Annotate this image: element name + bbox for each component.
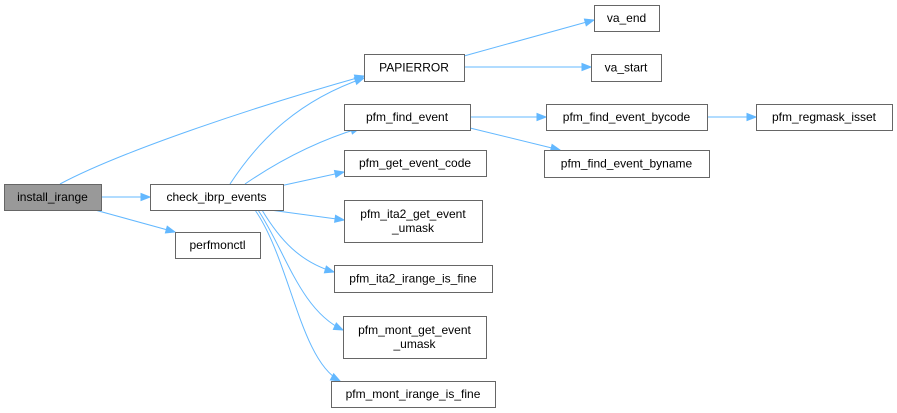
node-box (591, 54, 662, 82)
node-box (344, 104, 471, 131)
node-label: perfmonctl (189, 238, 245, 252)
node-check-ibrp-events[interactable]: check_ibrp_events (150, 184, 284, 211)
arrowhead (583, 18, 596, 27)
node-label: _umask (392, 337, 436, 351)
edge-PAPIERROR-to-va_end (463, 18, 596, 57)
edge-line (257, 209, 344, 331)
edge-check_ibrp_events-to-pfm_ita2_get_event_umask (269, 209, 346, 223)
edge-check_ibrp_events-to-PAPIERROR (229, 77, 366, 185)
node-box (756, 104, 893, 131)
edge-line (269, 209, 345, 221)
node-pfm-find-event-bycode[interactable]: pfm_find_event_bycode (546, 104, 708, 131)
node-pfm-mont-irange-is-fine[interactable]: pfm_mont_irange_is_fine (331, 381, 496, 408)
arrowhead (334, 214, 346, 223)
node-va-end[interactable]: va_end (594, 5, 660, 32)
arrowhead (323, 265, 336, 274)
node-label: _umask (391, 221, 435, 235)
node-label: va_end (607, 11, 646, 25)
node-label: pfm_find_event_bycode (563, 110, 691, 124)
node-label: pfm_ita2_irange_is_fine (349, 272, 477, 286)
node-label: pfm_find_event_byname (561, 157, 693, 171)
node-pfm-ita2-irange-is-fine[interactable]: pfm_ita2_irange_is_fine (334, 265, 493, 293)
arrowhead (746, 112, 758, 122)
edge-pfm_find_event-to-pfm_find_event_bycode (470, 112, 548, 122)
node-box (4, 184, 102, 211)
node-box (594, 5, 660, 32)
edge-line (469, 127, 561, 151)
edge-check_ibrp_events-to-pfm_mont_get_event_umask (257, 209, 345, 331)
edge-install_irange-to-check_ibrp_events (101, 192, 152, 202)
node-pfm-ita2-get-event-umask[interactable]: pfm_ita2_get_event_umask (344, 200, 483, 243)
node-install-irange[interactable]: install_irange (4, 184, 102, 211)
node-box (331, 381, 496, 408)
node-perfmonctl[interactable]: perfmonctl (175, 232, 261, 259)
node-box (364, 54, 465, 82)
edge-pfm_find_event_bycode-to-pfm_regmask_isset (707, 112, 758, 122)
node-label: pfm_find_event (366, 110, 449, 124)
node-label: pfm_regmask_isset (772, 110, 877, 124)
edge-line (59, 75, 365, 185)
arrowhead (333, 169, 346, 179)
edge-install_irange-to-perfmonctl (94, 209, 177, 234)
node-label: pfm_get_event_code (359, 156, 471, 170)
node-label: pfm_mont_get_event (358, 323, 471, 337)
node-label: check_ibrp_events (166, 190, 266, 204)
node-pfm-find-event[interactable]: pfm_find_event (344, 104, 471, 131)
arrowhead (536, 112, 548, 122)
arrowhead (332, 322, 345, 331)
node-pfm-mont-get-event-umask[interactable]: pfm_mont_get_event_umask (343, 316, 487, 359)
edge-check_ibrp_events-to-pfm_find_event (244, 126, 362, 185)
node-va-start[interactable]: va_start (591, 54, 662, 82)
edge-pfm_find_event-to-pfm_find_event_byname (469, 127, 562, 152)
edge-line (94, 209, 176, 233)
node-label: install_irange (17, 190, 88, 204)
node-label: pfm_ita2_get_event (360, 207, 466, 221)
arrowhead (353, 77, 366, 86)
edge-line (244, 127, 361, 185)
arrowhead (329, 372, 342, 382)
node-box (150, 184, 284, 211)
node-box (344, 200, 483, 243)
edge-install_irange-to-PAPIERROR (59, 74, 366, 185)
node-box (344, 150, 487, 177)
edge-line (254, 209, 341, 382)
node-box (546, 104, 708, 131)
nodes-layer: install_irange check_ibrp_events perfmonct… (4, 5, 893, 408)
node-label: PAPIERROR (379, 61, 449, 75)
node-PAPIERROR[interactable]: PAPIERROR (364, 54, 465, 82)
node-pfm-find-event-byname[interactable]: pfm_find_event_byname (544, 150, 710, 178)
edge-PAPIERROR-to-va_start (464, 62, 593, 72)
edge-line (229, 77, 365, 185)
edge-line (463, 19, 595, 57)
edge-line (279, 171, 345, 187)
node-label: va_start (605, 61, 648, 75)
node-label: pfm_mont_irange_is_fine (346, 387, 481, 401)
node-box (544, 150, 710, 178)
edges-layer (59, 18, 758, 382)
edge-check_ibrp_events-to-pfm_get_event_code (279, 169, 346, 187)
edge-check_ibrp_events-to-pfm_mont_irange_is_fine (254, 209, 342, 382)
node-box (334, 265, 493, 293)
arrowhead (581, 62, 593, 72)
arrowhead (164, 225, 177, 234)
edge-check_ibrp_events-to-pfm_ita2_irange_is_fine (261, 209, 336, 274)
edge-line (261, 209, 335, 273)
node-pfm-get-event-code[interactable]: pfm_get_event_code (344, 150, 487, 177)
node-box (175, 232, 261, 259)
arrowhead (140, 192, 152, 202)
node-pfm-regmask-isset[interactable]: pfm_regmask_isset (756, 104, 893, 131)
node-box (343, 316, 487, 359)
